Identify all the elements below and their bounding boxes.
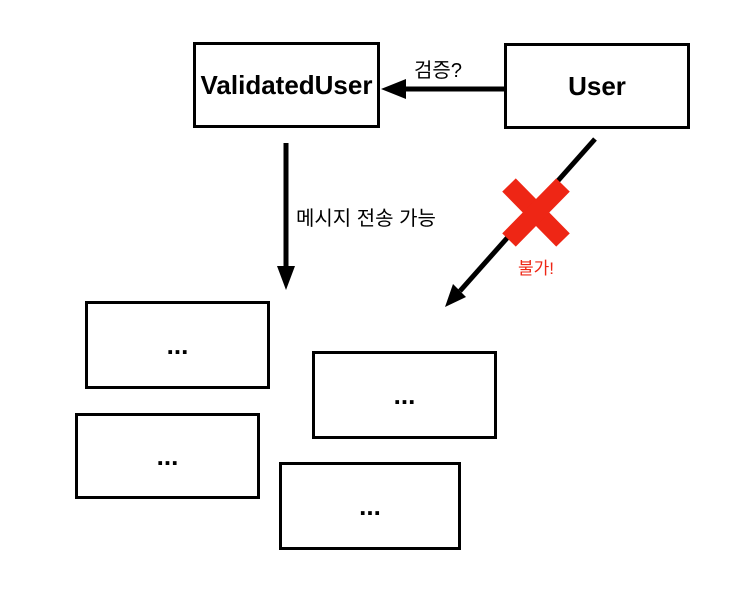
validated-user-label: ValidatedUser	[200, 69, 373, 100]
message-box-3: ...	[312, 351, 497, 439]
message-box-4-label: ...	[359, 490, 381, 521]
message-box-1: ...	[85, 301, 270, 389]
validated-user-box: ValidatedUser	[193, 42, 380, 128]
validation-edge-label: 검증?	[414, 60, 462, 82]
user-label: User	[568, 70, 626, 101]
message-box-2-label: ...	[156, 440, 179, 471]
validation-arrowhead	[381, 79, 406, 99]
message-box-1-label: ...	[166, 329, 189, 360]
blocked-arrowhead	[445, 284, 466, 307]
send-arrowhead	[277, 266, 295, 290]
blocked-edge-label: 불가!	[517, 259, 555, 278]
validation-arrow	[381, 79, 504, 99]
user-box: User	[504, 43, 690, 129]
send-arrow	[277, 143, 295, 290]
x-mark-icon	[502, 178, 570, 247]
message-box-3-label: ...	[393, 379, 416, 410]
message-box-2: ...	[75, 413, 260, 499]
send-edge-label: 메시지 전송 가능	[296, 208, 436, 230]
message-box-4: ...	[279, 462, 461, 550]
x-mark-stroke-2	[502, 178, 570, 247]
